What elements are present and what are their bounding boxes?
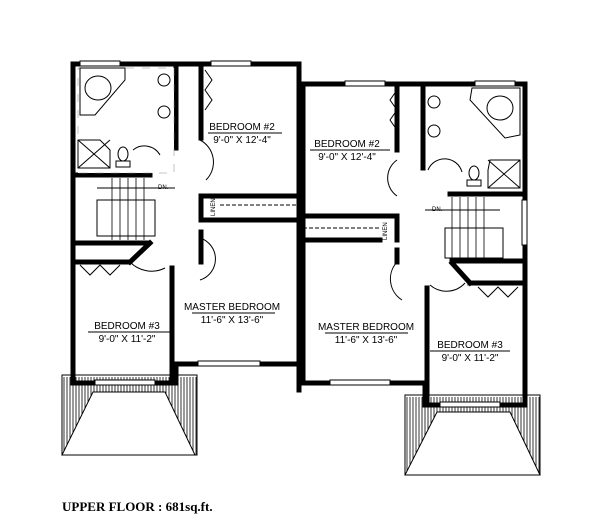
toilet-icon	[468, 165, 480, 181]
room-size: 9'-0" X 12'-4"	[213, 135, 271, 146]
right-unit-walls	[300, 81, 528, 408]
right-doors	[303, 89, 519, 301]
linen-closet-label: LINEN	[383, 222, 389, 240]
left-bedroom3-label: BEDROOM #3 9'-0" X 11'-2"	[88, 321, 170, 345]
room-size: 9'-0" X 11'-2"	[99, 334, 156, 345]
bathtub-icon	[84, 75, 112, 101]
right-stairs	[425, 197, 504, 259]
right-porch	[404, 394, 541, 476]
sink-icon	[157, 105, 171, 119]
right-bedroom3-label: BEDROOM #3 9'-0" X 11'-2"	[430, 340, 510, 364]
room-name: BEDROOM #3	[437, 340, 503, 351]
left-windows	[79, 60, 261, 386]
right-bathroom	[427, 87, 521, 189]
room-size: 11'-6" X 13'-6"	[201, 315, 264, 326]
bathtub-icon	[486, 95, 514, 121]
left-bedroom2-label: BEDROOM #2 9'-0" X 12'-4"	[208, 122, 282, 146]
right-bedroom2-label: BEDROOM #2 9'-0" X 12'-4"	[310, 139, 390, 163]
left-doors	[79, 69, 299, 281]
room-name: BEDROOM #3	[94, 321, 160, 332]
room-size: 9'-0" X 12'-4"	[318, 152, 376, 163]
stairs-down-label: DN.	[158, 185, 169, 191]
room-name: BEDROOM #2	[209, 122, 275, 133]
sink-icon	[427, 124, 441, 138]
right-windows	[329, 80, 528, 408]
room-name: MASTER BEDROOM	[318, 322, 414, 333]
stairs-down-label: DN.	[432, 207, 443, 213]
sink-icon	[157, 73, 171, 87]
room-size: 9'-0" X 11'-2"	[442, 353, 499, 364]
linen-closet-label: LINEN	[211, 198, 217, 216]
room-size: 11'-6" X 13'-6"	[335, 335, 398, 346]
room-name: MASTER BEDROOM	[184, 302, 280, 313]
right-master-label: MASTER BEDROOM 11'-6" X 13'-6"	[318, 322, 414, 346]
sink-icon	[427, 95, 441, 109]
left-stairs	[96, 178, 175, 240]
room-name: BEDROOM #2	[314, 139, 380, 150]
left-bathroom	[77, 67, 175, 174]
left-porch	[61, 374, 198, 456]
left-master-label: MASTER BEDROOM 11'-6" X 13'-6"	[184, 302, 280, 326]
floor-caption: UPPER FLOOR : 681sq.ft.	[62, 499, 213, 514]
